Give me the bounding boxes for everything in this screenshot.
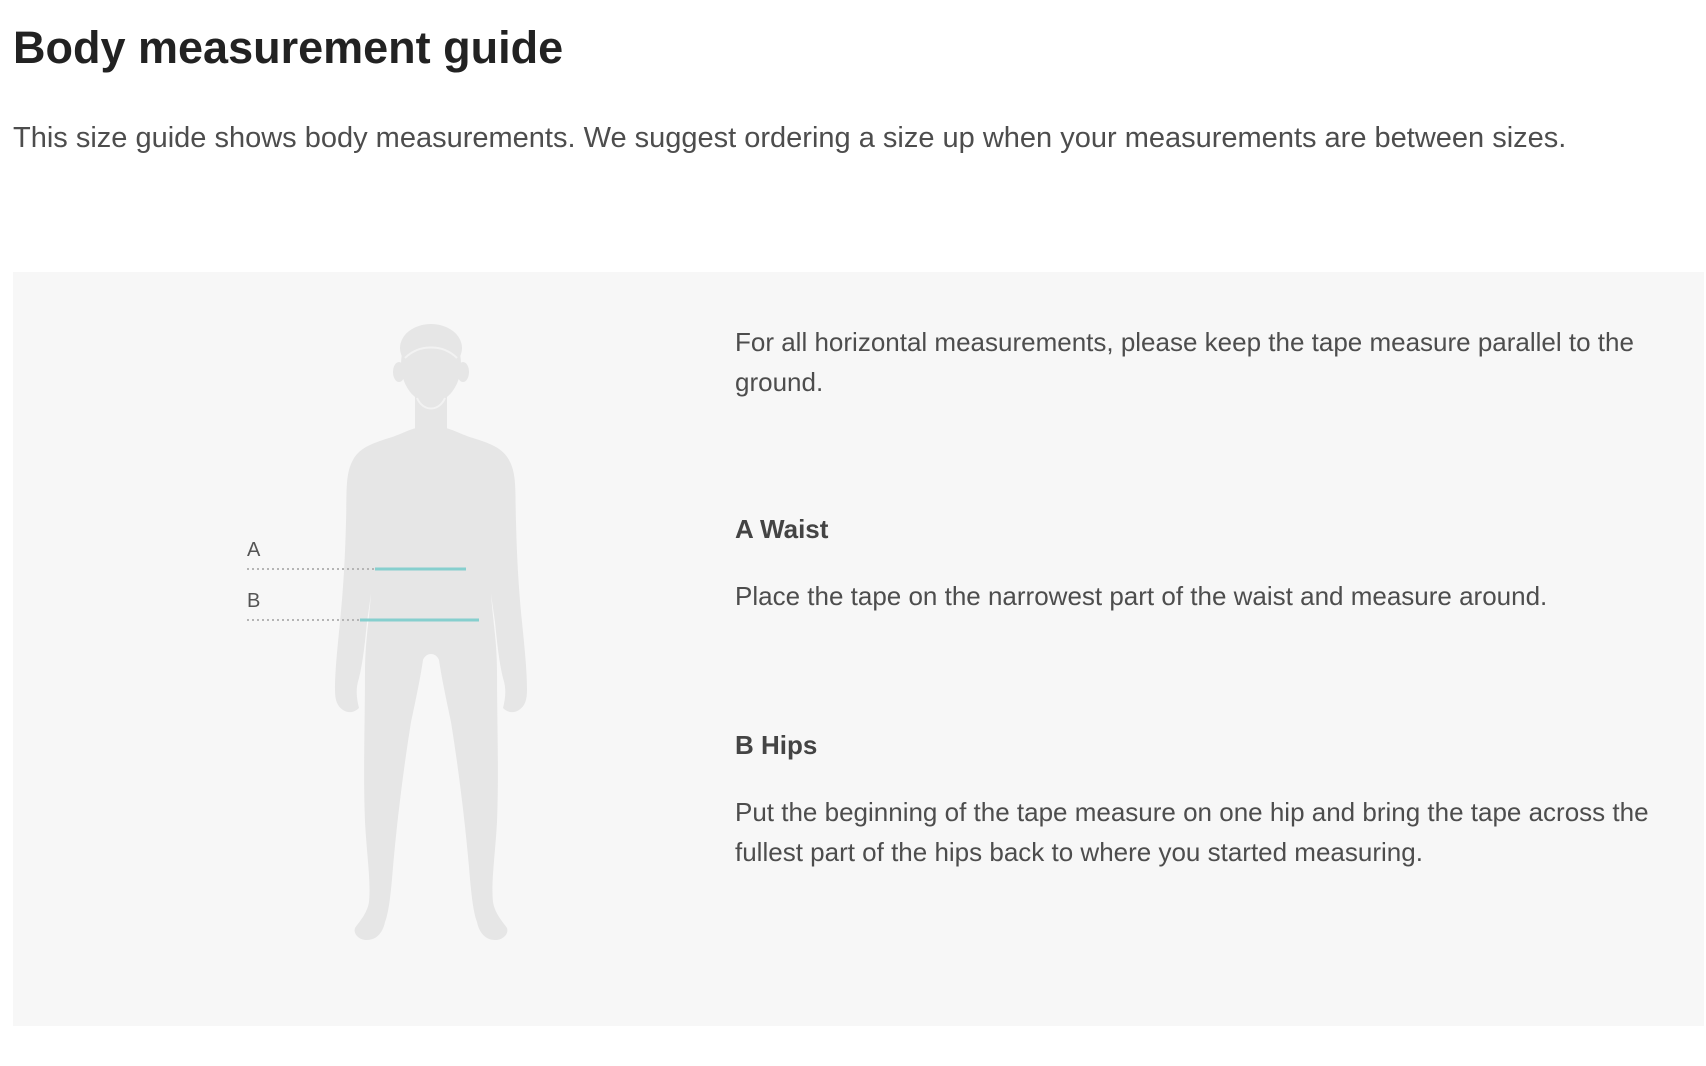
- horizontal-note: For all horizontal measurements, please …: [735, 327, 1634, 397]
- hips-instructions: Put the beginning of the tape measure on…: [735, 797, 1649, 867]
- marker-b-label: B: [247, 590, 260, 612]
- body-silhouette-figure: A B: [213, 322, 553, 952]
- waist-heading: A Waist: [735, 514, 829, 544]
- hips-heading: B Hips: [735, 730, 818, 760]
- body-silhouette-icon: A B: [247, 324, 527, 940]
- silhouette-shape: [335, 324, 527, 940]
- waist-instructions: Place the tape on the narrowest part of …: [735, 581, 1548, 611]
- marker-a-label: A: [247, 539, 261, 561]
- hairline-contour: [404, 346, 458, 359]
- jaw-contour: [416, 397, 446, 410]
- measurement-guide-panel: A B For all horizontal measurements, ple…: [13, 272, 1704, 1026]
- page-title: Body measurement guide: [13, 22, 564, 73]
- intro-text: This size guide shows body measurements.…: [13, 122, 1567, 154]
